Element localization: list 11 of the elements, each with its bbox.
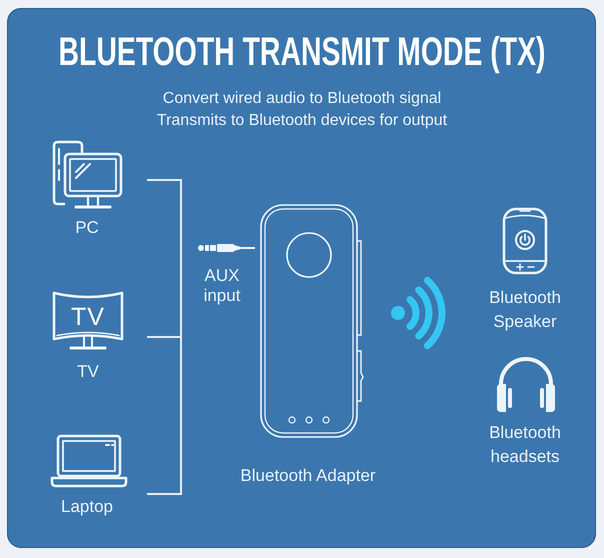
device-label: Bluetooth headsets bbox=[489, 422, 561, 468]
device-label: PC bbox=[75, 217, 99, 239]
title: BLUETOOTH TRANSMIT MODE (TX) bbox=[58, 32, 546, 72]
screen-text: TV bbox=[71, 305, 105, 329]
device-label: TV bbox=[77, 361, 99, 383]
subtitle: Transmits to Bluetooth devices for output bbox=[156, 111, 448, 131]
port-label: AUX input bbox=[204, 266, 240, 306]
device-label: Bluetooth Speaker bbox=[489, 287, 561, 333]
device-label: Bluetooth Adapter bbox=[240, 465, 376, 487]
subtitle: Convert wired audio to Bluetooth signal bbox=[162, 89, 442, 109]
device-label: Laptop bbox=[61, 496, 113, 518]
